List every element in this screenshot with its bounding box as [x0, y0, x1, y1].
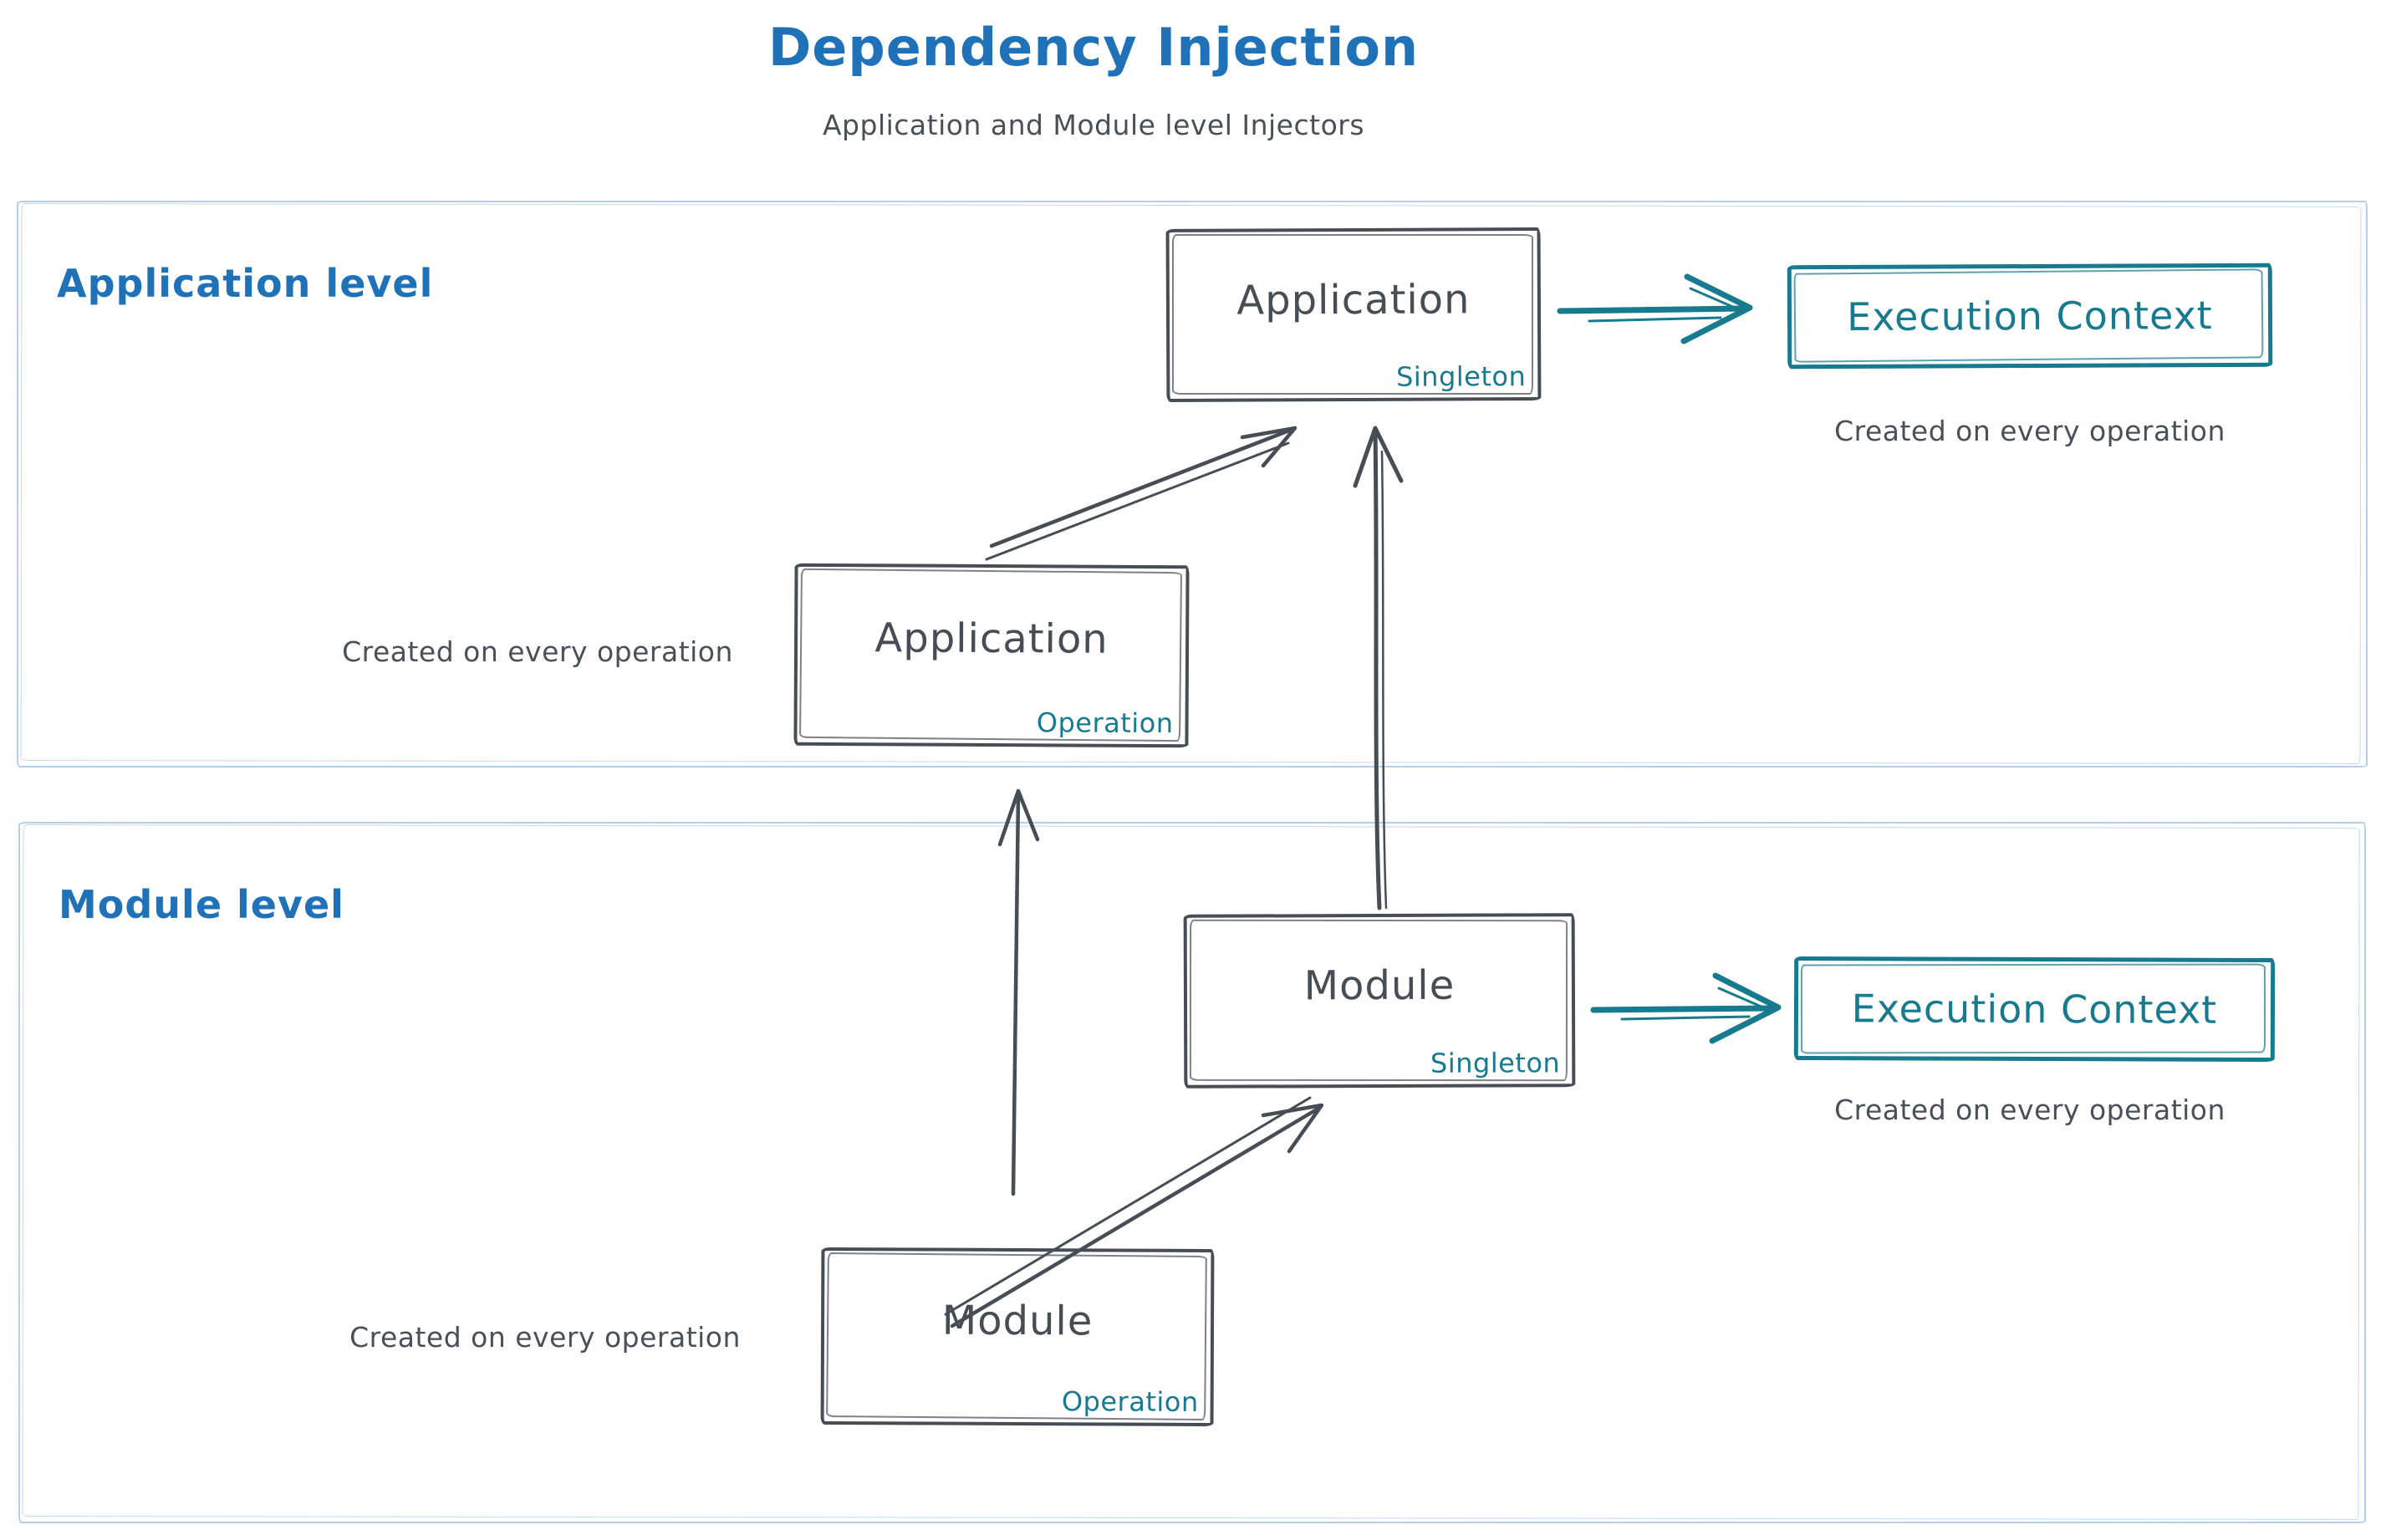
node-name-label: Module	[1303, 961, 1456, 1010]
diagram-subtitle: Application and Module level Injectors	[822, 109, 1365, 141]
execution-context-application-caption: Created on every operation	[1834, 415, 2225, 447]
execution-context-application-node: Execution Context	[1787, 263, 2273, 370]
node-scope-label: Operation	[1036, 706, 1174, 740]
execution-context-module-caption: Created on every operation	[1834, 1094, 2225, 1126]
module-operation-caption: Created on every operation	[349, 1321, 741, 1354]
execution-context-module-node: Execution Context	[1793, 956, 2276, 1063]
node-scope-label: Operation	[1061, 1385, 1199, 1418]
node-name-label: Application	[874, 614, 1109, 663]
module-singleton-node: Module Singleton	[1183, 913, 1576, 1089]
execution-context-label: Execution Context	[1851, 986, 2218, 1033]
node-name-label: Application	[1236, 276, 1471, 324]
execution-context-label: Execution Context	[1847, 293, 2213, 339]
module-level-label: Module level	[59, 882, 344, 927]
application-level-label: Application level	[57, 261, 434, 306]
node-name-label: Module	[941, 1297, 1094, 1345]
application-operation-caption: Created on every operation	[342, 635, 733, 668]
node-scope-label: Singleton	[1395, 360, 1527, 393]
application-operation-node: Application Operation	[793, 563, 1190, 748]
diagram-title: Dependency Injection	[767, 17, 1420, 78]
node-scope-label: Singleton	[1430, 1047, 1561, 1079]
application-singleton-node: Application Singleton	[1165, 227, 1542, 402]
module-operation-node: Module Operation	[820, 1247, 1215, 1427]
